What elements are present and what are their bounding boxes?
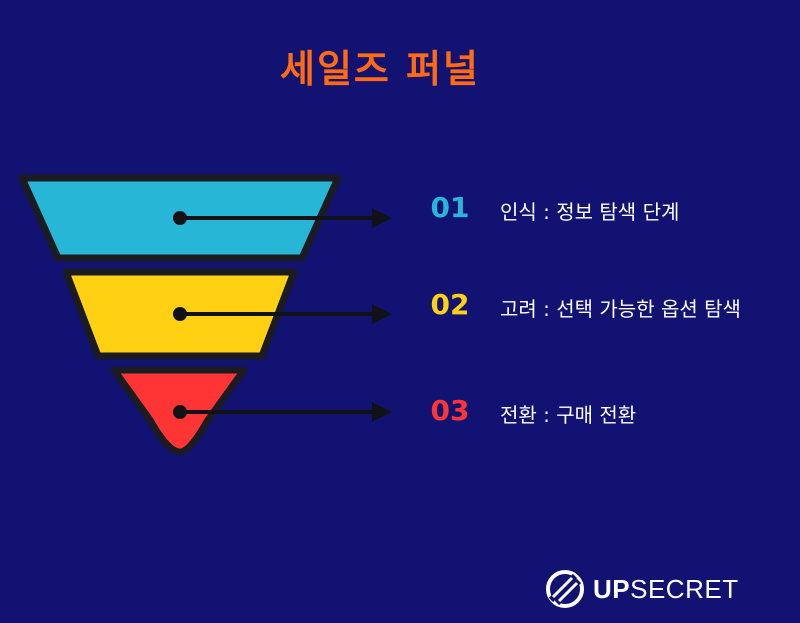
- stage-2-label: 고려 : 선택 가능한 옵션 탐색: [500, 297, 741, 321]
- brand-name-thin: SECRET: [630, 574, 739, 604]
- stage-3-label: 전환 : 구매 전환: [500, 403, 637, 427]
- stage-2-number: 02: [430, 288, 470, 321]
- stage-3-number: 03: [430, 394, 470, 427]
- arrow-stage-3: [173, 402, 392, 422]
- stage-1-label: 인식 : 정보 탐색 단계: [500, 200, 680, 224]
- arrow-stage-1: [173, 208, 392, 228]
- arrow-stage-2: [173, 304, 392, 324]
- brand-name: UPSECRET: [593, 574, 739, 605]
- page-title: 세일즈 퍼널: [279, 47, 481, 91]
- brand-name-bold: UP: [593, 574, 631, 604]
- stage-1-number: 01: [430, 191, 470, 224]
- upsecret-logo-icon: [546, 570, 584, 608]
